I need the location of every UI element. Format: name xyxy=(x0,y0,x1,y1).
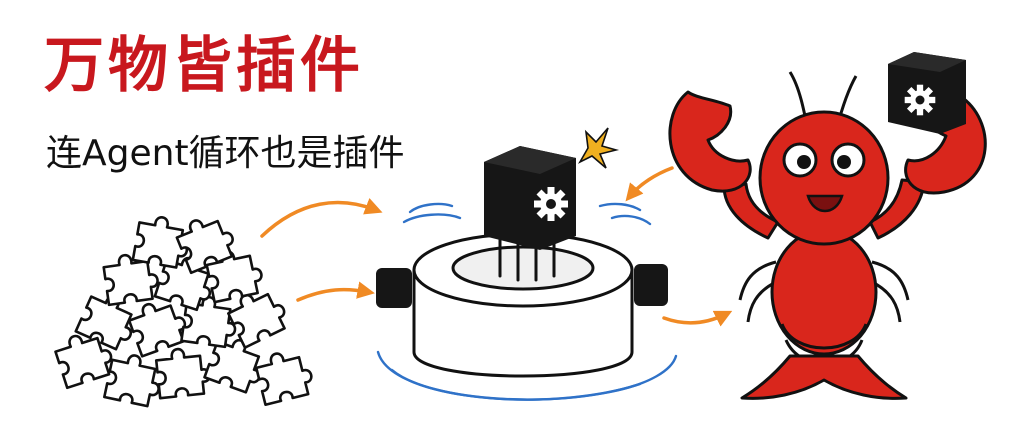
arrow-pile-to-socket-upper xyxy=(260,198,383,238)
arrow-socket-to-lobster xyxy=(662,310,733,327)
lobster-mascot xyxy=(668,52,987,400)
plugin-cube-gear-icon xyxy=(888,52,966,134)
arrow-pile-to-socket-lower xyxy=(296,281,375,302)
spark-icon xyxy=(577,127,620,169)
plugin-socket xyxy=(376,127,678,401)
arrows xyxy=(260,166,733,327)
arrow-lobster-to-socket xyxy=(625,166,674,202)
page-subtitle: 连Agent循环也是插件 xyxy=(46,133,405,174)
puzzle-pieces-pile xyxy=(51,208,317,409)
page-title: 万物皆插件 xyxy=(44,31,364,101)
plugin-cube-gear-icon xyxy=(484,146,576,250)
